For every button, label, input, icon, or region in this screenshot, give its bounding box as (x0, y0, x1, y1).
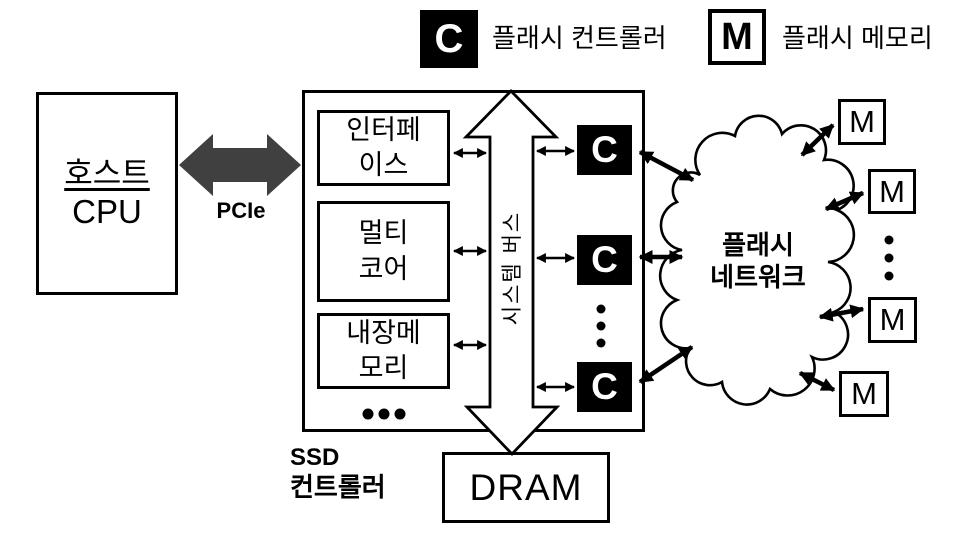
dram-label: DRAM (469, 466, 583, 508)
host-cpu-box: 호스트 CPU (36, 92, 178, 295)
flash-network-label-line2: 네트워크 (710, 262, 806, 292)
arrow-network-flash-memory-1 (800, 123, 835, 157)
ssd-caption-line1: SSD (290, 444, 340, 471)
flash-memory-box-1: M (838, 99, 886, 145)
legend-flash-controller-symbol: C (420, 10, 478, 68)
embedded-memory-label-line2: 모리 (358, 353, 409, 383)
flash-controller-box-3: C (577, 362, 632, 412)
flash-controller-box-2: C (577, 235, 632, 285)
arrow-network-flash-memory-4 (798, 370, 836, 393)
flash-memory-1-letter: M (849, 104, 875, 139)
ssd-caption-line2: 컨트롤러 (290, 472, 386, 503)
flash-controller-box-1: C (577, 125, 632, 175)
arrow-flash-controller-3-network (638, 345, 694, 384)
arrow-network-flash-memory-2 (824, 190, 865, 212)
pcie-label: PCIe (216, 198, 266, 223)
system-bus-label: 시스템 버스 (501, 210, 524, 326)
flash-memory-4-letter: M (851, 376, 877, 411)
flash-memory-box-2: M (868, 169, 916, 214)
ellipsis-flash-memories (884, 235, 894, 281)
interface-label-line2: 이스 (358, 150, 409, 180)
pcie-arrow (179, 134, 301, 196)
ssd-controller-caption: SSD 컨트롤러 (290, 443, 386, 504)
flash-memory-box-4: M (839, 371, 889, 417)
embedded-memory-label-line1: 내장메 (346, 317, 421, 348)
module-box-embedded-memory: 내장메 모리 (317, 313, 450, 389)
flash-memory-2-letter: M (879, 173, 905, 209)
legend-m-letter: M (721, 15, 753, 58)
arrow-network-flash-memory-3 (818, 304, 865, 322)
module-box-multicore: 멀티 코어 (317, 201, 450, 302)
multicore-label-line2: 코어 (358, 253, 409, 284)
multicore-label-line1: 멀티 (358, 218, 409, 249)
legend-flash-controller-label: 플래시 컨트롤러 (492, 23, 667, 53)
legend-flash-memory-label: 플래시 메모리 (782, 23, 933, 53)
module-box-interface: 인터페 이스 (317, 110, 450, 186)
legend-c-letter: C (434, 16, 464, 61)
flash-controller-2-letter: C (591, 239, 618, 280)
arrow-flash-controller-1-network (638, 150, 695, 182)
interface-label-line1: 인터페 (346, 114, 421, 145)
flash-controller-1-letter: C (591, 129, 618, 170)
host-label-line1: 호스트 (64, 156, 150, 192)
host-label-line2: CPU (72, 193, 142, 231)
flash-memory-3-letter: M (879, 302, 906, 337)
legend-flash-memory-symbol: M (708, 9, 766, 65)
flash-network-label-line1: 플래시 (722, 229, 794, 260)
flash-memory-box-3: M (868, 297, 917, 343)
flash-controller-3-letter: C (591, 366, 618, 407)
dram-box: DRAM (442, 452, 610, 523)
flash-network-label: 플래시 네트워크 (688, 226, 828, 296)
